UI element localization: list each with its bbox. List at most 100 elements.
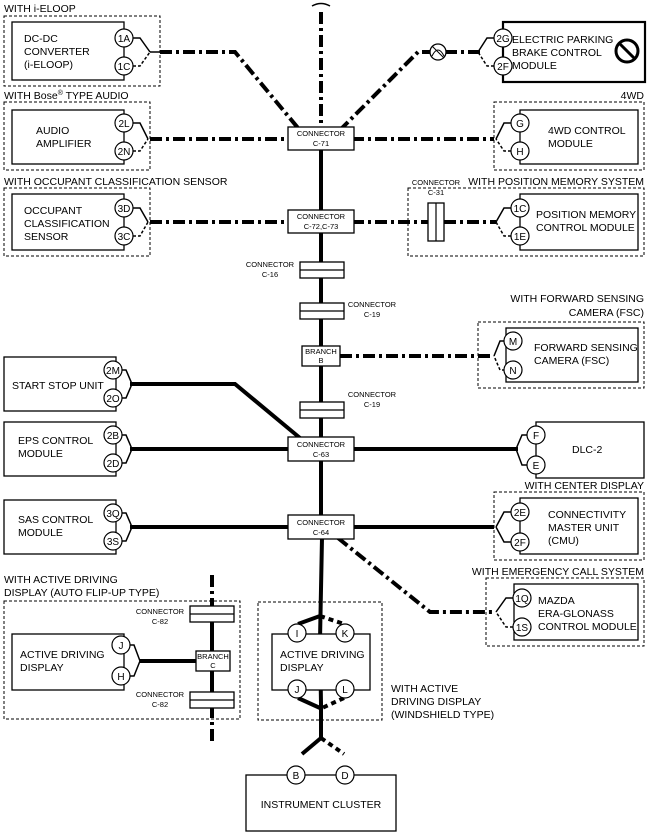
svg-text:MODULE: MODULE [18, 448, 63, 460]
pins-add-center: I K J L [287, 623, 355, 699]
section-label-fsc-2: CAMERA (FSC) [569, 307, 644, 319]
connector-c72-c73: CONNECTOR C-72,C-73 [287, 209, 355, 234]
connector-c31: CONNECTOR C-31 [412, 178, 461, 242]
connector-c16: CONNECTOR C-16 [246, 260, 345, 279]
svg-text:CONNECTOR: CONNECTOR [136, 607, 185, 616]
svg-text:2M: 2M [106, 366, 120, 377]
svg-text:MODULE: MODULE [548, 138, 593, 150]
module-start-stop-unit: START STOP UNIT [3, 356, 117, 412]
svg-text:2B: 2B [107, 431, 120, 442]
connector-c63: CONNECTOR C-63 [287, 436, 355, 462]
svg-text:H: H [516, 147, 523, 158]
svg-text:2F: 2F [497, 62, 509, 73]
svg-text:CONNECTOR: CONNECTOR [297, 518, 346, 527]
add-center-wire-j [297, 696, 321, 710]
svg-text:C-82: C-82 [152, 617, 168, 626]
svg-text:2O: 2O [106, 394, 120, 405]
svg-text:INSTRUMENT CLUSTER: INSTRUMENT CLUSTER [261, 799, 382, 811]
branch-b: BRANCH B [301, 345, 341, 367]
svg-text:AUDIO: AUDIO [36, 125, 69, 137]
ssu-wire [130, 382, 302, 440]
add-center-wire-i [297, 614, 321, 626]
svg-text:MODULE: MODULE [18, 527, 63, 539]
svg-text:MAZDA: MAZDA [538, 595, 575, 607]
module-electric-parking-brake: ELECTRIC PARKING BRAKE CONTROL MODULE [501, 20, 647, 84]
section-label-ieloop: WITH i-ELOOP [4, 3, 76, 15]
svg-text:C-19: C-19 [364, 310, 380, 319]
svg-text:CAMERA (FSC): CAMERA (FSC) [534, 355, 609, 367]
dcdc-wire [160, 50, 300, 130]
continuation-mark [311, 2, 331, 7]
svg-text:2G: 2G [496, 34, 510, 45]
svg-text:CONNECTOR: CONNECTOR [136, 690, 185, 699]
module-active-driving-display-flip: ACTIVE DRIVING DISPLAY [11, 633, 125, 691]
svg-text:D: D [341, 771, 348, 782]
section-label-add-ws-1: WITH ACTIVE [391, 683, 458, 695]
pins-instrument-cluster: B D [286, 765, 355, 785]
section-label-center-display: WITH CENTER DISPLAY [525, 480, 644, 492]
svg-text:4WD CONTROL: 4WD CONTROL [548, 125, 626, 137]
pins-cmu: 2E 2F [495, 502, 530, 552]
module-instrument-cluster: INSTRUMENT CLUSTER [245, 774, 397, 832]
module-active-driving-display-windshield: ACTIVE DRIVING DISPLAY [271, 633, 371, 691]
pins-sas: 3Q 3S [103, 503, 133, 551]
svg-text:CONNECTOR: CONNECTOR [348, 300, 397, 309]
connector-c82-upper: CONNECTOR C-82 [136, 605, 235, 626]
svg-text:E: E [533, 461, 540, 472]
svg-text:C-71: C-71 [313, 139, 329, 148]
svg-text:DC-DC: DC-DC [24, 33, 58, 45]
svg-text:1A: 1A [118, 34, 131, 45]
svg-text:ACTIVE DRIVING: ACTIVE DRIVING [280, 649, 365, 661]
svg-text:DISPLAY: DISPLAY [280, 662, 324, 674]
pins-era: 1Q 1S [495, 588, 532, 637]
svg-text:POSITION MEMORY: POSITION MEMORY [536, 209, 636, 221]
section-box-fsc [477, 321, 645, 389]
pins-pmcm: 1C 1E [495, 198, 530, 246]
svg-text:SAS CONTROL: SAS CONTROL [18, 514, 93, 526]
connector-c82-lower: CONNECTOR C-82 [136, 690, 235, 709]
twisted-pair-icon [429, 43, 447, 61]
prohibited-icon [614, 38, 640, 64]
svg-text:C-72,C-73: C-72,C-73 [304, 222, 339, 231]
svg-text:J: J [119, 641, 124, 652]
svg-text:2N: 2N [118, 147, 131, 158]
pins-dlc: F E [515, 425, 546, 475]
svg-text:ERA-GLONASS: ERA-GLONASS [538, 608, 614, 620]
svg-text:DISPLAY: DISPLAY [20, 662, 64, 674]
module-position-memory-control: POSITION MEMORY CONTROL MODULE [519, 193, 639, 251]
svg-text:EPS CONTROL: EPS CONTROL [18, 435, 93, 447]
svg-text:OCCUPANT: OCCUPANT [24, 205, 83, 217]
svg-text:CONNECTOR: CONNECTOR [246, 260, 295, 269]
section-box-bose [3, 101, 151, 171]
section-label-4wd: 4WD [621, 90, 645, 102]
svg-text:N: N [509, 366, 516, 377]
epb-wire [340, 50, 480, 130]
svg-text:BRAKE CONTROL: BRAKE CONTROL [512, 47, 602, 59]
svg-text:ELECTRIC PARKING: ELECTRIC PARKING [512, 34, 613, 46]
svg-text:CONTROL MODULE: CONTROL MODULE [536, 222, 635, 234]
svg-text:CONVERTER: CONVERTER [24, 46, 90, 58]
module-dlc-2: DLC-2 [535, 421, 645, 479]
svg-text:L: L [342, 685, 348, 696]
module-forward-sensing-camera: FORWARD SENSING CAMERA (FSC) [505, 327, 639, 383]
connector-c71: CONNECTOR C-71 [287, 126, 355, 151]
svg-text:C-31: C-31 [428, 188, 444, 197]
pins-4wd: G H [495, 113, 530, 161]
pins-ocs: 3D 3C [114, 198, 149, 246]
svg-text:1S: 1S [516, 623, 529, 634]
svg-text:1Q: 1Q [515, 594, 529, 605]
pins-eps: 2B 2D [103, 425, 133, 473]
module-dcdc-converter: DC-DC CONVERTER (i-ELOOP) [11, 21, 125, 81]
svg-text:BRANCH: BRANCH [305, 347, 337, 356]
svg-text:B: B [293, 771, 300, 782]
svg-text:B: B [318, 356, 323, 365]
svg-text:2L: 2L [118, 119, 130, 130]
svg-text:(CMU): (CMU) [548, 535, 579, 547]
add-center-wire-k [319, 614, 345, 626]
svg-text:C-82: C-82 [152, 700, 168, 709]
svg-text:ACTIVE DRIVING: ACTIVE DRIVING [20, 649, 105, 661]
svg-text:SENSOR: SENSOR [24, 231, 69, 243]
svg-text:3C: 3C [118, 232, 131, 243]
svg-text:MASTER UNIT: MASTER UNIT [548, 522, 620, 534]
